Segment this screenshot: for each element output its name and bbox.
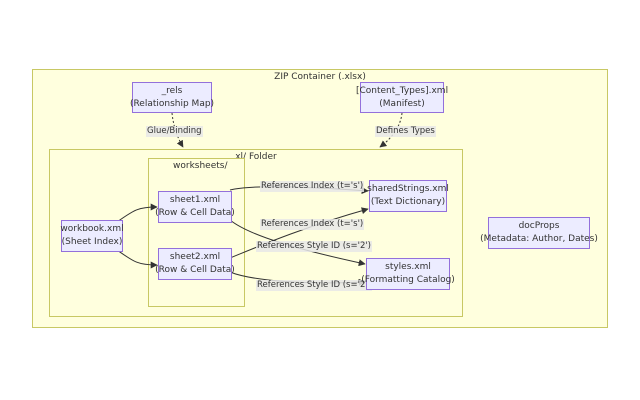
content-types-node-subtitle: (Manifest) [379, 98, 425, 109]
worksheets-cluster: worksheets/ [148, 158, 245, 307]
sheet2-node-subtitle: (Row & Cell Data) [155, 265, 235, 275]
edge-workbook-to-sheet2 [116, 249, 158, 269]
sheet1-node-title: sheet1.xml [169, 195, 221, 205]
workbook-node-title: workbook.xml [60, 224, 124, 234]
workbook-node[interactable]: workbook.xml (Sheet Index) [60, 220, 124, 252]
rels-node[interactable]: _rels (Relationship Map) [129, 82, 215, 113]
shared-strings-node-title: sharedStrings.xml [367, 184, 449, 194]
sheet1-node[interactable]: sheet1.xml (Row & Cell Data) [155, 191, 235, 223]
zip-container-title: ZIP Container (.xlsx) [274, 72, 366, 82]
edge-content-types-to-xl [379, 112, 403, 148]
docprops-node[interactable]: docProps (Metadata: Author, Dates) [480, 217, 598, 249]
content-types-node[interactable]: [Content_Types].xml (Manifest) [356, 82, 448, 113]
docprops-node-title: docProps [518, 221, 560, 231]
sheet2-node[interactable]: sheet2.xml (Row & Cell Data) [155, 248, 235, 280]
edge-rels-to-worksheets [171, 112, 184, 148]
edge-workbook-to-sheet1 [116, 203, 158, 223]
edge-label-sheet2-references-style: References Style ID (s='2') [256, 280, 373, 291]
edge-sheet2-to-sharedstrings [229, 207, 369, 259]
edge-label-sheet1-references-index: References Index (t='s') [260, 181, 365, 192]
edge-label-sheet2-references-index: References Index (t='s') [260, 219, 365, 230]
shared-strings-node[interactable]: sharedStrings.xml (Text Dictionary) [367, 180, 449, 212]
docprops-node-subtitle: (Metadata: Author, Dates) [480, 234, 598, 244]
xl-folder-title: xl/ Folder [235, 152, 277, 162]
edge-label-glue-binding: Glue/Binding [146, 126, 203, 137]
workbook-node-subtitle: (Sheet Index) [61, 237, 123, 247]
edge-label-sheet1-references-style: References Style ID (s='2') [256, 241, 373, 252]
content-types-node-title: [Content_Types].xml [355, 85, 449, 96]
rels-node-subtitle: (Relationship Map) [129, 98, 215, 109]
rels-node-title: _rels [161, 85, 183, 96]
styles-node-title: styles.xml [385, 262, 431, 272]
styles-node-subtitle: (Formatting Catalog) [361, 275, 455, 285]
worksheets-title: worksheets/ [173, 161, 228, 171]
shared-strings-node-subtitle: (Text Dictionary) [370, 197, 446, 207]
sheet1-node-subtitle: (Row & Cell Data) [155, 208, 235, 218]
sheet2-node-title: sheet2.xml [169, 252, 221, 262]
styles-node[interactable]: styles.xml (Formatting Catalog) [361, 258, 455, 290]
edge-label-defines-types: Defines Types [375, 126, 436, 137]
